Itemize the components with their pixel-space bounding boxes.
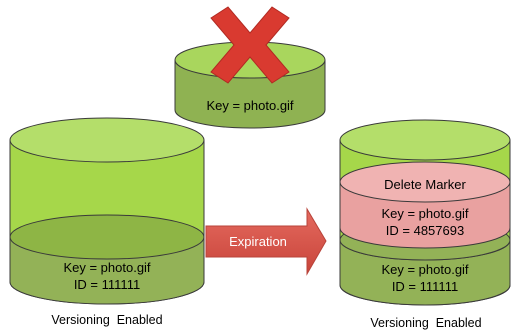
left-object-id-label: ID = 111111 — [74, 277, 140, 292]
delete-marker-id-label: ID = 4857693 — [386, 223, 464, 238]
right-arrow-icon: Expiration — [205, 207, 327, 276]
delete-marker-title: Delete Marker — [384, 177, 466, 192]
left-bucket: Key = photo.gif ID = 111111 — [9, 117, 205, 305]
cross-icon — [210, 6, 290, 84]
expiration-label: Expiration — [229, 234, 287, 249]
right-object-id-label: ID = 111111 — [392, 279, 458, 294]
left-bucket-object: Key = photo.gif ID = 111111 — [63, 260, 150, 292]
right-bucket-object: Key = photo.gif ID = 111111 — [381, 262, 468, 294]
right-bucket-caption: Versioning Enabled — [370, 316, 481, 330]
deleted-object-key-label: Key = photo.gif — [206, 98, 293, 113]
delete-marker-key-label: Key = photo.gif — [381, 206, 468, 221]
delete-marker: Delete Marker Key = photo.gif ID = 48576… — [381, 177, 468, 238]
left-object-key-label: Key = photo.gif — [63, 260, 150, 275]
left-bucket-caption: Versioning Enabled — [51, 313, 162, 327]
right-object-key-label: Key = photo.gif — [381, 262, 468, 277]
right-bucket: Delete Marker Key = photo.gif ID = 48576… — [339, 119, 511, 306]
